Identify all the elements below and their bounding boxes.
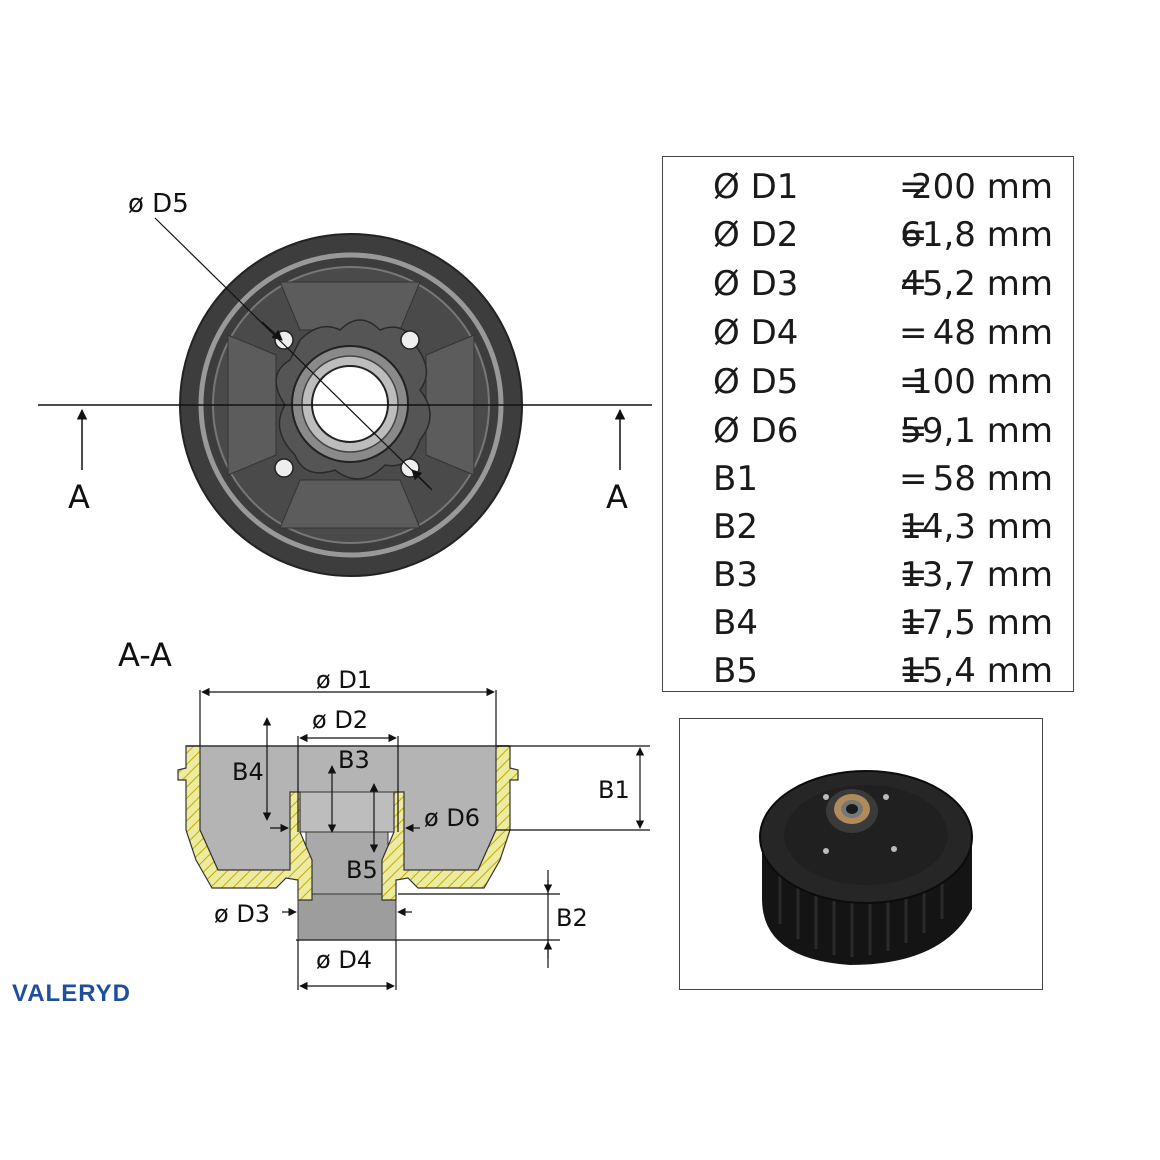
spec-row: B4 =17,5 mm <box>713 603 1053 651</box>
spec-eq: = <box>899 411 928 451</box>
spec-value: 15,4 mm <box>900 651 1053 691</box>
spec-value: 58 mm <box>932 459 1053 499</box>
d4-label: ø D4 <box>316 946 372 974</box>
spec-row: Ø D1 =200 mm <box>713 167 1053 215</box>
spec-key: B1 <box>713 459 758 499</box>
spec-key: Ø D1 <box>713 167 799 207</box>
spec-row: Ø D2 =61,8 mm <box>713 215 1053 263</box>
spec-eq: = <box>899 507 928 547</box>
section-label-right: A <box>606 478 628 516</box>
b2-label: B2 <box>556 904 588 932</box>
b5-label: B5 <box>346 856 378 884</box>
spec-eq: = <box>899 362 928 402</box>
section-labels: ø D1 ø D2 B3 B4 B1 ø D6 B5 ø D3 B2 ø D4 <box>214 666 630 974</box>
spec-key: B5 <box>713 651 758 691</box>
spec-eq: = <box>899 459 928 499</box>
spec-key: Ø D4 <box>713 313 799 353</box>
spec-value: 45,2 mm <box>900 264 1053 304</box>
spec-eq: = <box>899 555 928 595</box>
spec-key: B2 <box>713 507 758 547</box>
spec-key: B3 <box>713 555 758 595</box>
spec-row: Ø D6 =59,1 mm <box>713 411 1053 459</box>
d1-label: ø D1 <box>316 666 372 694</box>
d2-label: ø D2 <box>312 706 368 734</box>
spec-eq: = <box>899 167 928 207</box>
spec-key: Ø D2 <box>713 215 799 255</box>
spec-value: 13,7 mm <box>900 555 1053 595</box>
spec-table: Ø D1=200 mm Ø D2=61,8 mm Ø D3=45,2 mm Ø … <box>662 156 1074 692</box>
b3-label: B3 <box>338 746 370 774</box>
spec-value: 200 mm <box>911 167 1053 207</box>
product-photo-frame <box>679 718 1043 990</box>
b4-label: B4 <box>232 758 264 786</box>
spec-value: 14,3 mm <box>900 507 1053 547</box>
brand-logo: VALERYD <box>12 980 132 1007</box>
spec-row: Ø D4 =48 mm <box>713 313 1053 361</box>
d6-label: ø D6 <box>424 804 480 832</box>
spec-row: Ø D3 =45,2 mm <box>713 264 1053 312</box>
spec-eq: = <box>899 264 928 304</box>
b1-label: B1 <box>598 776 630 804</box>
dimension-lines <box>199 687 650 991</box>
spec-row: B2 =14,3 mm <box>713 507 1053 555</box>
spec-key: Ø D6 <box>713 411 799 451</box>
spec-eq: = <box>899 651 928 691</box>
spec-key: Ø D3 <box>713 264 799 304</box>
drum-section <box>177 745 519 941</box>
spec-row: B1 =58 mm <box>713 459 1053 507</box>
spec-row: Ø D5 =100 mm <box>713 362 1053 410</box>
spec-eq: = <box>899 603 928 643</box>
d5-label: ø D5 <box>128 189 189 219</box>
spec-row: B3 =13,7 mm <box>713 555 1053 603</box>
spec-value: 100 mm <box>911 362 1053 402</box>
product-photo <box>759 770 973 965</box>
spec-value: 17,5 mm <box>900 603 1053 643</box>
section-title: A-A <box>118 636 172 674</box>
spec-row: B5 =15,4 mm <box>713 651 1053 699</box>
section-label-left: A <box>68 478 90 516</box>
d3-label: ø D3 <box>214 900 270 928</box>
spec-eq: = <box>899 215 928 255</box>
spec-value: 61,8 mm <box>900 215 1053 255</box>
d5-leader <box>154 217 433 491</box>
spec-key: Ø D5 <box>713 362 799 402</box>
spec-key: B4 <box>713 603 758 643</box>
spec-value: 48 mm <box>932 313 1053 353</box>
spec-eq: = <box>899 313 928 353</box>
spec-value: 59,1 mm <box>900 411 1053 451</box>
